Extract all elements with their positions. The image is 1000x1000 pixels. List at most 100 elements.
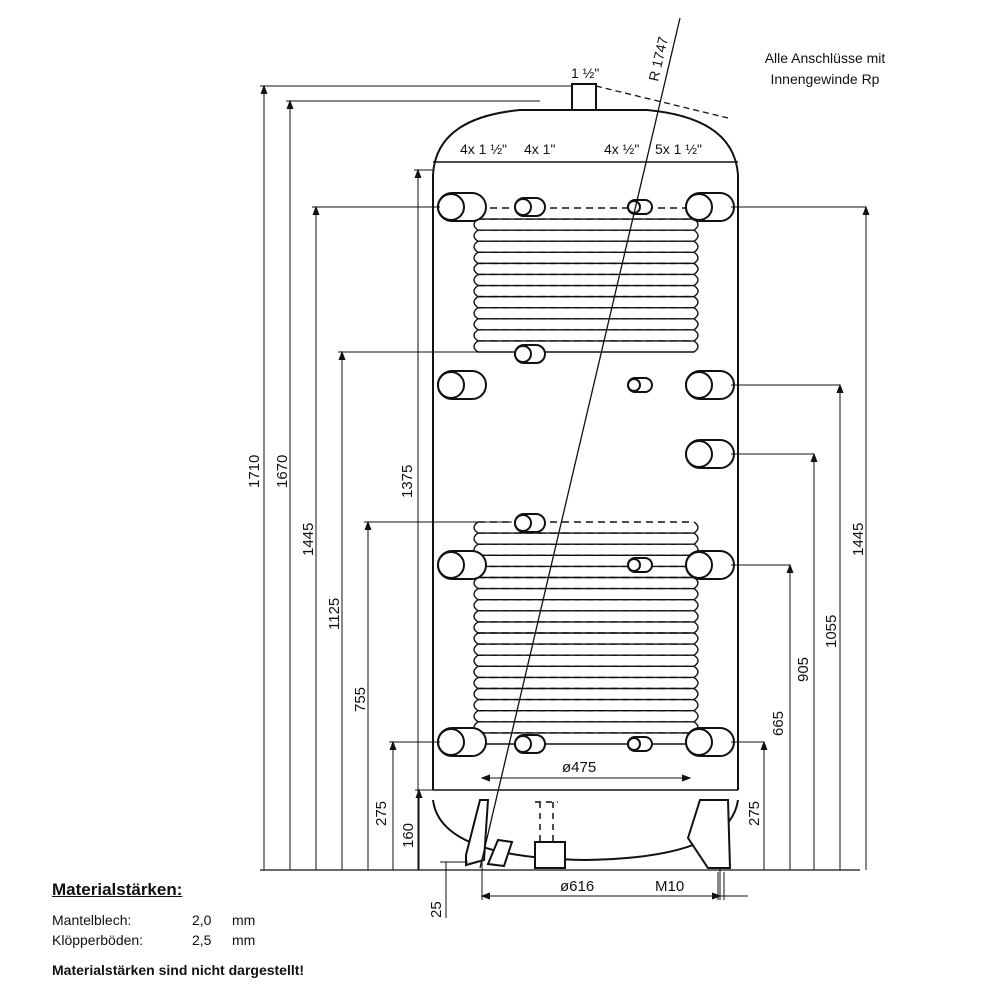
tank-outline [260, 83, 860, 871]
note-line-1: Alle Anschlüsse mit [764, 50, 886, 66]
dim-line-160 [415, 788, 433, 870]
dimension-lines [260, 84, 870, 918]
coil-turn [473, 284, 699, 298]
large-socket-right [685, 192, 735, 222]
medium-socket [514, 344, 546, 364]
note-line-2: Innengewinde Rp [770, 71, 880, 87]
coil-turn [473, 588, 699, 601]
small-socket [627, 557, 653, 573]
large-socket-right [685, 439, 735, 469]
coil-turn [473, 240, 699, 254]
dim-line-275-right [731, 740, 768, 870]
large-socket-left [437, 727, 487, 757]
legend-value: 2,0 [192, 912, 212, 928]
dim-1445-left: 1445 [300, 523, 317, 556]
coil-turn [473, 565, 699, 579]
sensor-line [479, 17, 729, 869]
group-label-2: 4x 1" [524, 141, 555, 157]
legend-unit: mm [232, 932, 256, 948]
coil-turn [473, 307, 699, 320]
connection-sockets [437, 192, 735, 757]
legend-footer: Materialstärken sind nicht dargestellt! [52, 962, 305, 978]
coil-turn [473, 699, 699, 712]
top-connection-label: 1 ½" [571, 65, 599, 81]
small-socket [627, 736, 653, 752]
dim-line-1670 [286, 99, 540, 870]
coil-turn [473, 273, 699, 287]
coil-turn [473, 532, 699, 545]
dim-line-1445-left [312, 205, 440, 870]
coil-turn [473, 710, 699, 723]
material-legend: Materialstärken: Mantelblech: 2,0 mm Klö… [52, 880, 472, 978]
medium-socket [514, 734, 546, 754]
coil-turn [473, 218, 699, 231]
coil-turn [473, 721, 699, 734]
dim-1670: 1670 [274, 455, 291, 488]
dim-275-left: 275 [373, 801, 390, 826]
dim-1375: 1375 [399, 465, 416, 498]
dim-line-coil-diameter [480, 774, 692, 782]
foot-diameter-label: ø616 [560, 878, 594, 895]
small-socket [627, 377, 653, 393]
coil-turn [473, 610, 699, 623]
large-socket-left [437, 550, 487, 580]
dim-905: 905 [795, 657, 812, 682]
dim-665: 665 [770, 711, 787, 736]
legend-label: Mantelblech: [52, 912, 132, 928]
group-label-1: 4x 1 ½" [460, 141, 507, 157]
coil-turn [473, 732, 699, 745]
large-socket-right [685, 370, 735, 400]
dim-1055: 1055 [823, 615, 840, 648]
dim-275-right: 275 [746, 801, 763, 826]
dim-755: 755 [352, 687, 369, 712]
medium-socket [514, 513, 546, 533]
dim-1710: 1710 [246, 455, 263, 488]
legend-unit: mm [232, 912, 256, 928]
large-socket-right [685, 550, 735, 580]
drain-dashes [535, 801, 558, 842]
large-socket-right [685, 727, 735, 757]
legend-value: 2,5 [192, 932, 212, 948]
lower-coil [473, 521, 699, 745]
foot-thread-label: M10 [655, 878, 684, 895]
legend-row: Mantelblech: 2,0 mm [52, 910, 472, 930]
dim-line-905 [731, 452, 818, 870]
coil-turn [473, 318, 699, 331]
dim-1125: 1125 [326, 598, 343, 630]
group-label-4: 5x 1 ½" [655, 141, 702, 157]
coil-turn [473, 329, 699, 342]
legend-label: Klöpperböden: [52, 932, 144, 948]
coil-turn [473, 207, 699, 220]
sensor-radius-label: R 1747 [645, 35, 671, 83]
coil-turn [473, 643, 699, 656]
coil-turn [473, 521, 699, 534]
coil-turn [473, 554, 699, 568]
large-socket-left [437, 370, 487, 400]
legend-title: Materialstärken: [52, 880, 183, 899]
coil-turn [473, 665, 699, 679]
large-socket-left [437, 192, 487, 222]
coil-turn [473, 654, 699, 667]
dim-line-1055 [731, 383, 844, 870]
coil-turn [473, 599, 699, 612]
dim-line-755 [364, 520, 512, 870]
coil-turn [473, 251, 699, 265]
coil-turn [473, 296, 699, 309]
upper-coil [473, 207, 699, 353]
dim-line-thread [650, 872, 748, 900]
coil-turn [473, 229, 699, 242]
coil-turn [473, 262, 699, 276]
coil-turn [473, 621, 699, 634]
legend-row: Klöpperböden: 2,5 mm [52, 930, 472, 950]
dim-line-275-left [389, 740, 440, 870]
dim-line-1125 [338, 350, 510, 870]
foot-offset-label: 25 [428, 901, 445, 918]
dim-line-1375 [414, 168, 433, 870]
connection-note: Alle Anschlüsse mit Innengewinde Rp [710, 48, 940, 90]
dim-line-offset [440, 860, 721, 918]
dim-line-1710 [260, 84, 572, 870]
coil-turn [473, 340, 699, 353]
dim-1445-right: 1445 [850, 523, 867, 556]
coil-turn [473, 687, 699, 701]
